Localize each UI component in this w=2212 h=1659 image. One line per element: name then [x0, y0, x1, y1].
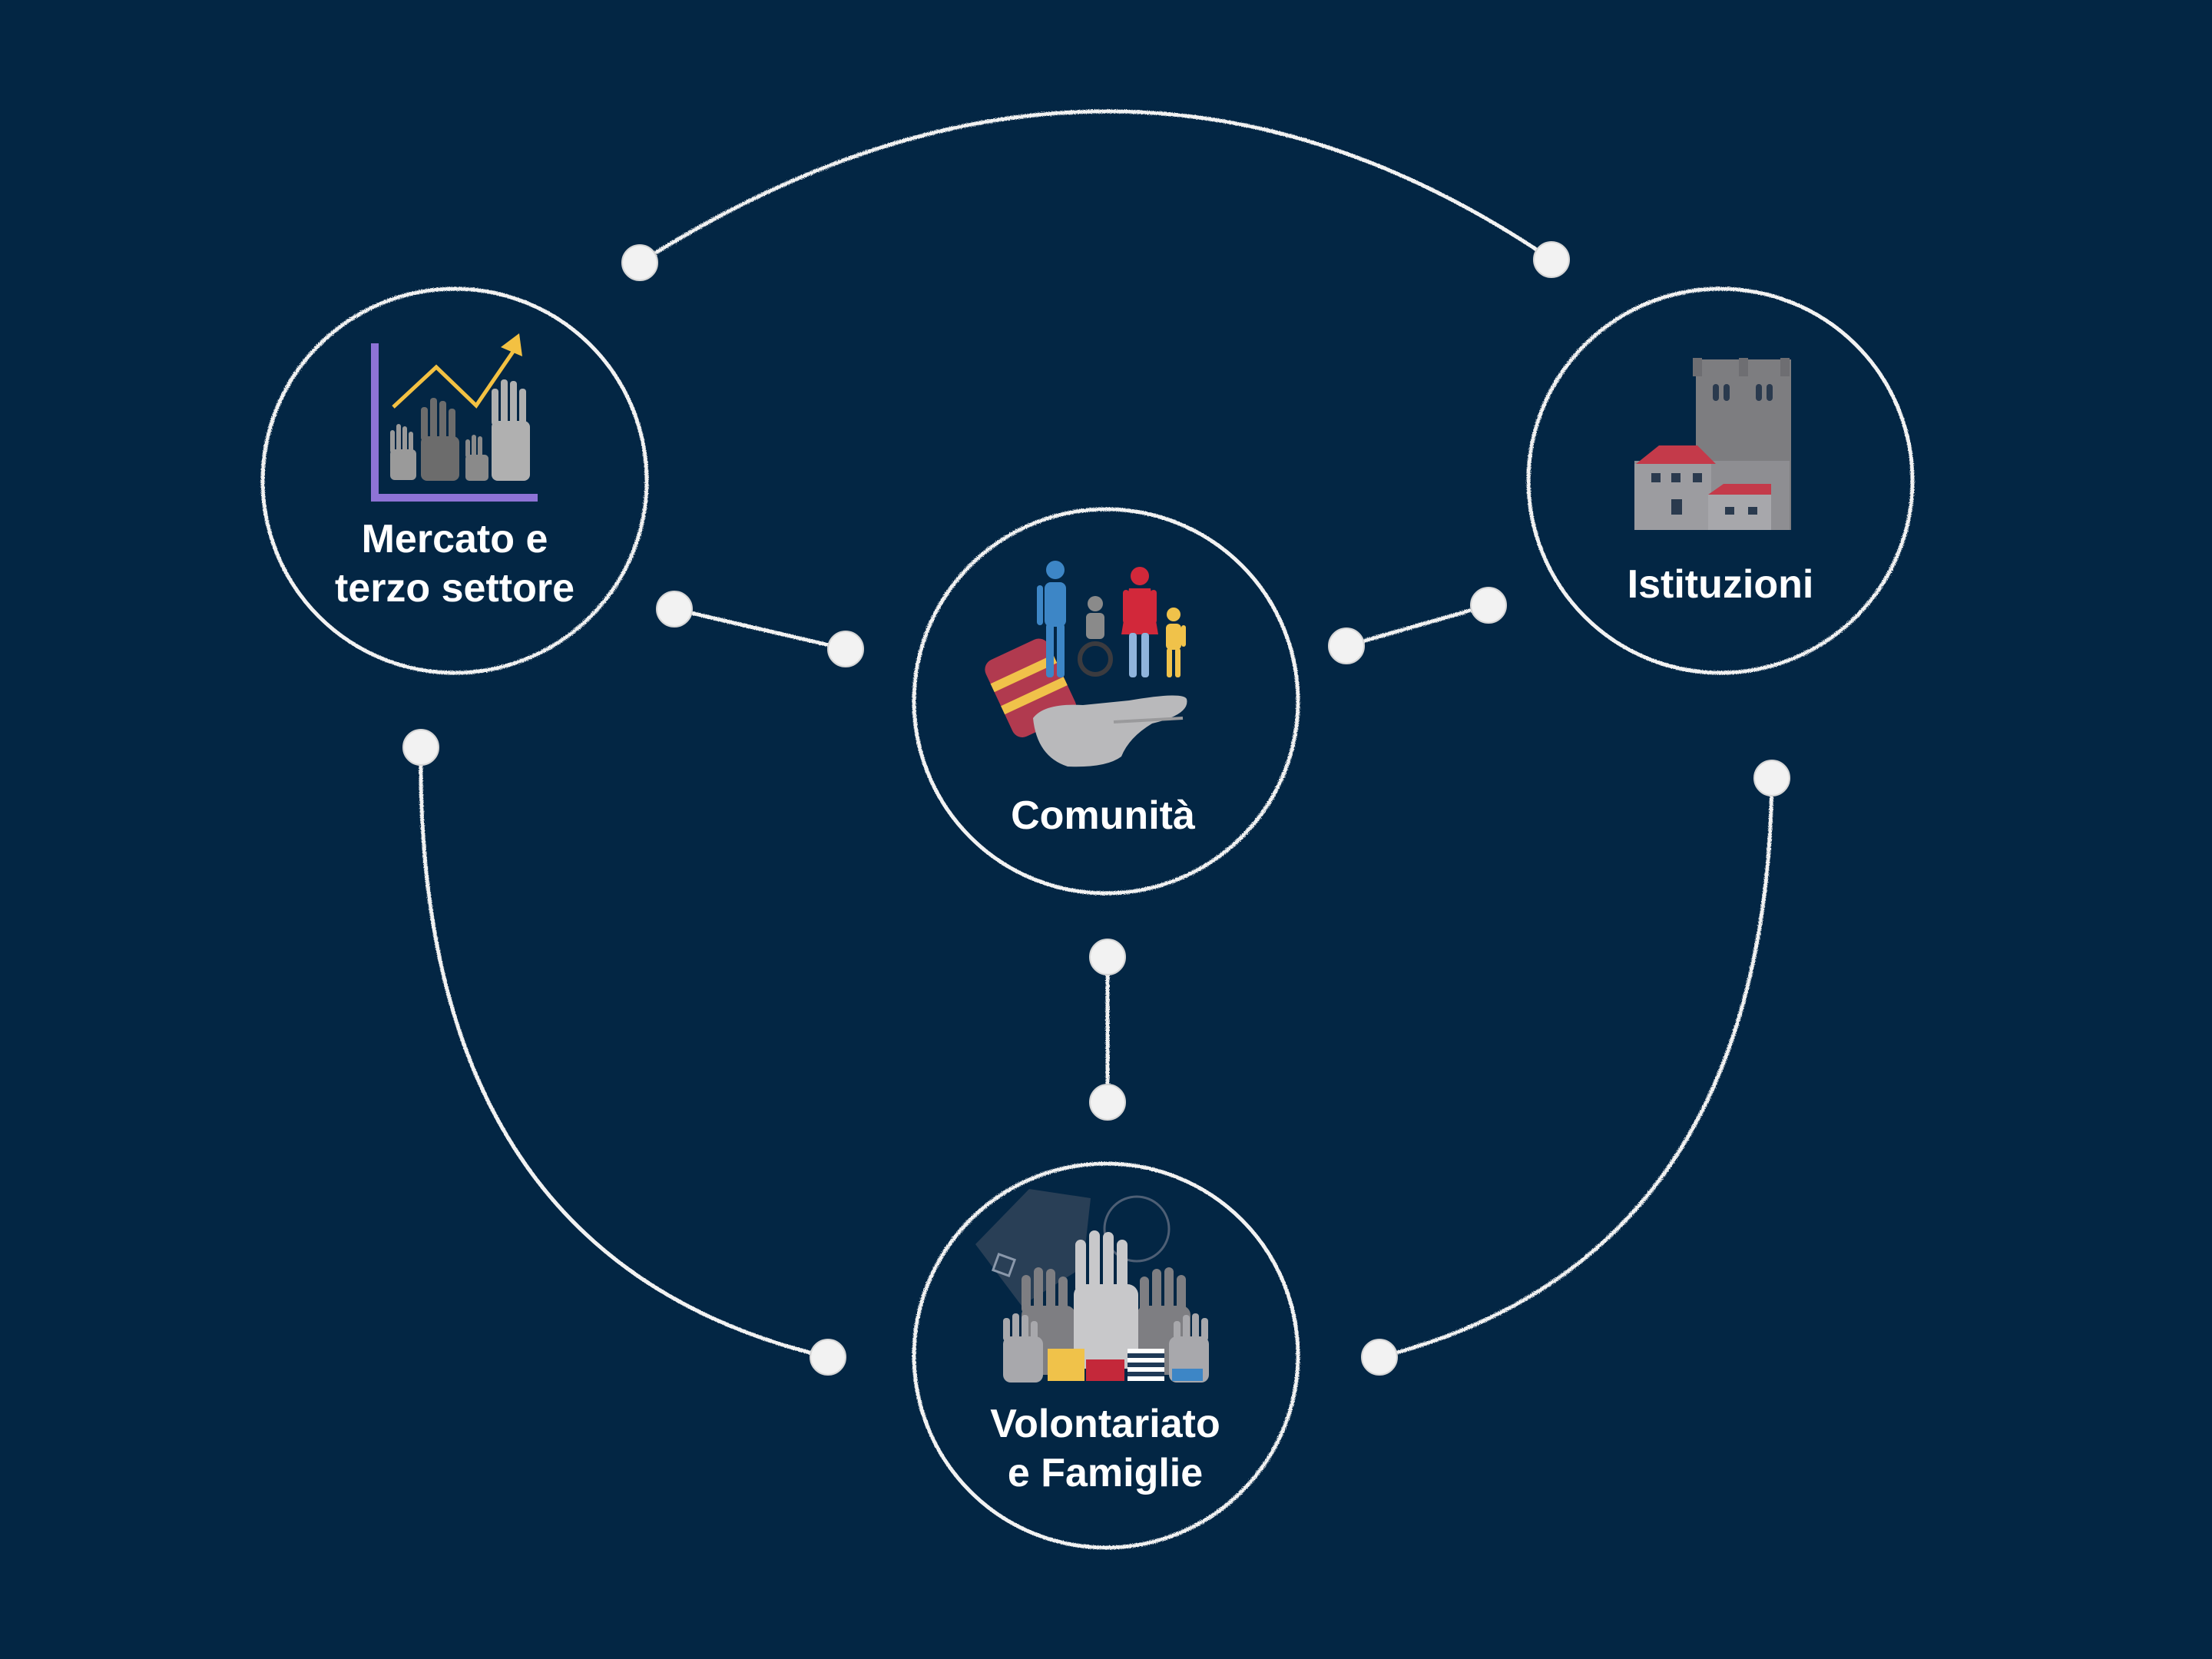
node-circle-comunita — [912, 507, 1300, 896]
family-on-open-hand-icon — [985, 561, 1187, 767]
connector-dot — [1470, 587, 1507, 624]
node-circle-volontariato — [912, 1161, 1300, 1550]
node-label-mercato: Mercato e terzo settore — [334, 517, 575, 611]
connector-dot — [402, 729, 439, 766]
connector-dot — [1089, 1084, 1126, 1121]
node-label-istituzioni: Istituzioni — [1627, 562, 1814, 607]
node-label-volontariato: Volontariato e Famiglie — [990, 1402, 1220, 1495]
connector-dot — [1328, 628, 1365, 664]
arc-right-connector — [1377, 776, 1774, 1359]
node-circle-mercato — [260, 286, 649, 675]
connector-dot — [1361, 1339, 1398, 1376]
raised-hands-growth-chart-icon — [371, 333, 538, 502]
node-circle-istituzioni — [1526, 286, 1915, 675]
line-istituzioni-comunita — [1344, 603, 1491, 648]
connector-dot — [810, 1339, 846, 1376]
connector-dot — [827, 631, 864, 667]
connector-dot — [621, 244, 658, 281]
node-label-comunita: Comunità — [1011, 793, 1195, 838]
arc-left-connector — [419, 745, 830, 1359]
town-hall-tower-icon — [1634, 358, 1791, 530]
connector-dot — [1533, 241, 1570, 278]
connector-dot — [1089, 939, 1126, 975]
connector-dot — [1753, 760, 1790, 796]
many-raised-hands-icon — [975, 1189, 1209, 1382]
connector-dot — [656, 591, 693, 628]
arc-top-connector — [637, 109, 1554, 265]
line-mercato-comunita — [672, 607, 848, 651]
